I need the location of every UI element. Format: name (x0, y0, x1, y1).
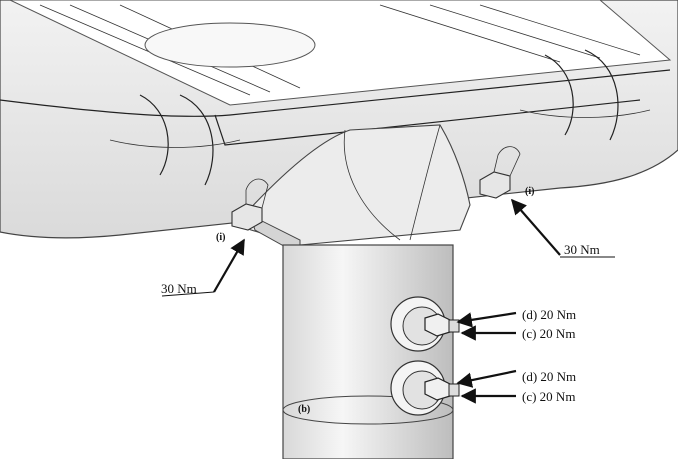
torque-left-label: 30 Nm (161, 281, 197, 296)
torque-arrows (161, 198, 615, 404)
pole-marker: (b) (298, 404, 310, 415)
left-fixing-bolt (231, 178, 269, 231)
arrow-lower-d (456, 369, 517, 388)
lower-nut-assembly (390, 360, 460, 416)
torque-right-label: 30 Nm (564, 242, 600, 257)
top-cover-disc (144, 22, 316, 68)
upper-nut-assembly (390, 296, 460, 352)
upper-c-label: (c) 20 Nm (522, 326, 575, 341)
arrow-left-torque (213, 238, 245, 293)
lower-d-label: (d) 20 Nm (522, 369, 576, 384)
arrow-right-torque (510, 198, 561, 256)
lower-c-label: (c) 20 Nm (522, 389, 575, 404)
right-fixing-bolt (479, 146, 521, 199)
pole (282, 244, 454, 459)
upper-d-label: (d) 20 Nm (522, 307, 576, 322)
bolt-left-marker: (i) (216, 232, 225, 243)
arrow-upper-d (456, 311, 517, 328)
leader-left-underline (161, 291, 215, 297)
bolt-right-marker: (i) (525, 186, 534, 197)
